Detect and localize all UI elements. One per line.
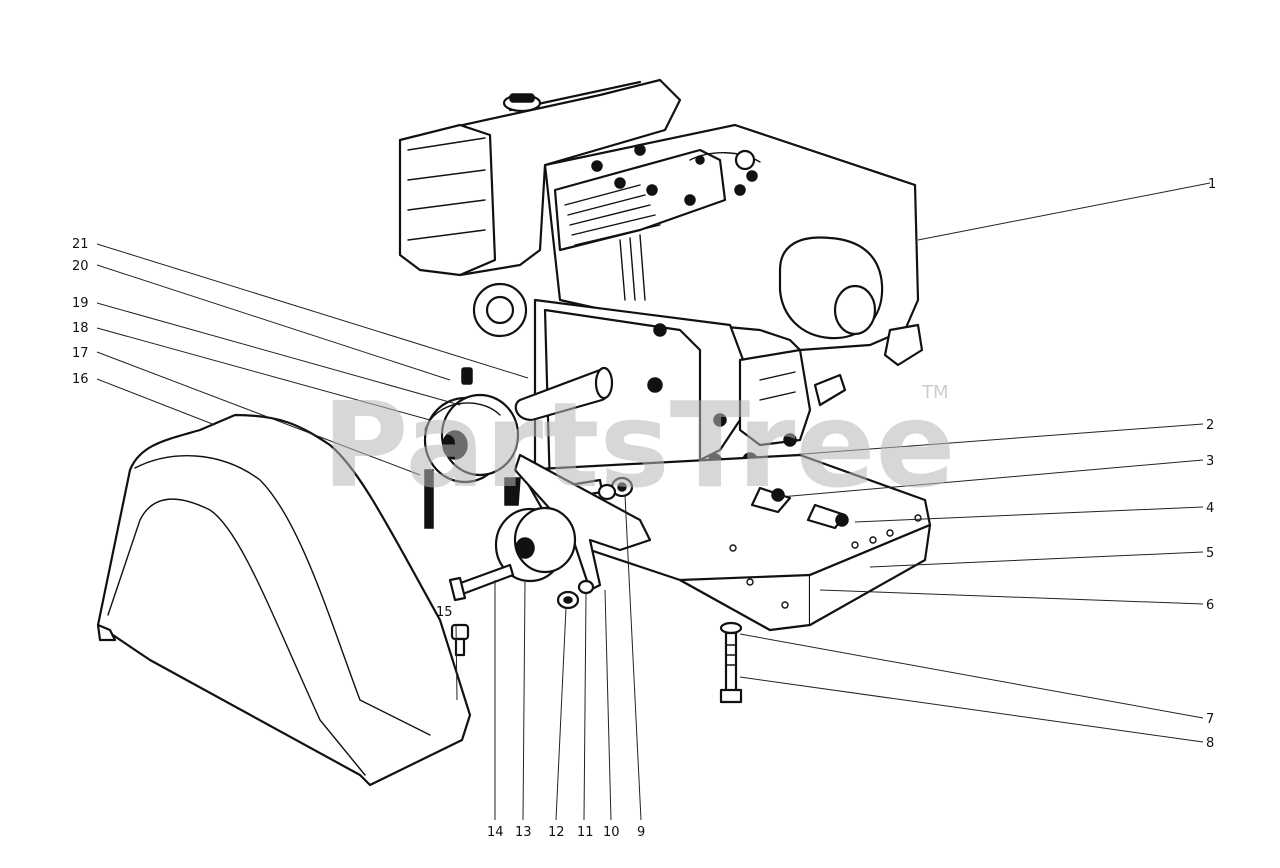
callout-12: 12 [548, 825, 565, 840]
callout-6: 6 [1206, 598, 1214, 613]
callout-19: 19 [72, 296, 89, 311]
callout-4: 4 [1206, 501, 1214, 516]
callout-8: 8 [1206, 736, 1214, 751]
callout-7: 7 [1206, 712, 1214, 727]
leader-lines [96, 182, 1211, 821]
callout-5: 5 [1206, 546, 1214, 561]
callout-20: 20 [72, 259, 89, 274]
callout-3: 3 [1206, 454, 1214, 469]
callout-labels: 1 2 3 4 5 6 7 8 9 10 11 12 13 14 15 16 1… [72, 177, 1216, 840]
callout-16: 16 [72, 372, 89, 387]
callout-11: 11 [577, 825, 594, 840]
callout-1: 1 [1208, 177, 1216, 192]
callout-10: 10 [603, 825, 620, 840]
callout-14: 14 [487, 825, 504, 840]
callout-2: 2 [1206, 418, 1214, 433]
callout-17: 17 [72, 346, 89, 361]
watermark-text: PartsTree [322, 376, 956, 514]
mounting-plate-illustration [518, 453, 932, 704]
callout-13: 13 [515, 825, 532, 840]
callout-9: 9 [637, 825, 645, 840]
callout-15: 15 [436, 605, 453, 620]
callout-18: 18 [72, 321, 89, 336]
drive-pulleys-illustration [423, 367, 652, 610]
callout-21: 21 [72, 237, 89, 252]
belt-guard-illustration [96, 413, 472, 787]
watermark-tm: TM [921, 382, 949, 403]
